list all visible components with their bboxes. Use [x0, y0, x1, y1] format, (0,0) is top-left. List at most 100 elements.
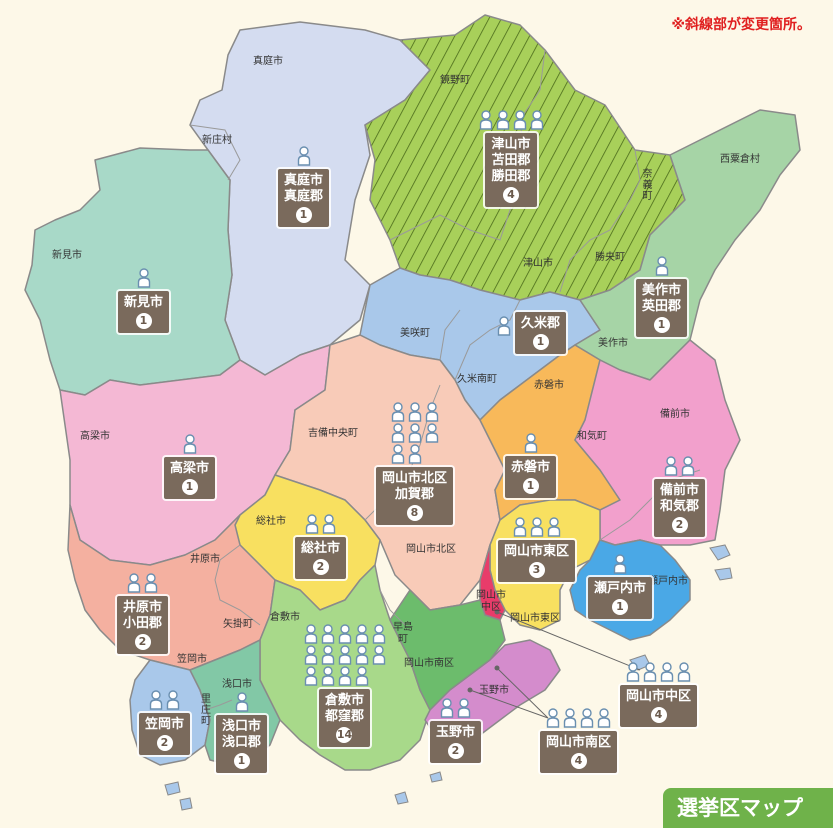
person-icon	[479, 110, 493, 130]
person-icon	[547, 517, 561, 537]
seat-count-badge: 1	[532, 334, 549, 350]
seat-icons	[626, 662, 692, 682]
district-higashi: 岡山市東区 3	[498, 517, 576, 582]
seat-icons	[305, 514, 337, 534]
district-name: 岡山市東区	[504, 544, 570, 559]
person-icon	[440, 698, 454, 718]
district-name: 新見市	[124, 295, 164, 310]
person-icon	[355, 666, 369, 686]
muni-label: 瀬戸内市	[648, 576, 688, 587]
person-icon	[530, 517, 544, 537]
person-icon	[524, 433, 538, 453]
seat-icons	[523, 433, 538, 453]
person-icon	[149, 690, 163, 710]
district-name: 岡山市南区	[546, 735, 612, 750]
district-name-box: 倉敷市 都窪郡 14	[318, 689, 370, 747]
person-icon	[513, 517, 527, 537]
person-icon	[144, 573, 158, 593]
person-icon	[496, 110, 510, 130]
muni-label: 高梁市	[80, 431, 110, 442]
person-icon	[127, 573, 141, 593]
person-icon	[321, 666, 335, 686]
seat-count-badge: 3	[528, 562, 545, 578]
muni-label: 倉敷市	[270, 612, 300, 623]
seat-count-badge: 1	[233, 753, 250, 769]
pointer-lines	[467, 609, 641, 719]
seat-icons	[654, 256, 669, 276]
district-asakuchi: 浅口市 浅口郡 1	[216, 692, 268, 773]
seat-icons	[303, 624, 386, 686]
person-icon	[304, 666, 318, 686]
person-icon	[355, 645, 369, 665]
person-icon	[613, 554, 627, 574]
district-name: 赤磐市	[511, 460, 551, 475]
muni-label: 井原市	[190, 554, 220, 565]
person-icon	[183, 434, 197, 454]
muni-label: 和気町	[577, 431, 607, 442]
person-icon	[166, 690, 180, 710]
person-icon	[655, 256, 669, 276]
seat-icons	[546, 708, 612, 728]
district-name: 瀬戸内市	[594, 581, 647, 596]
district-name: 岡山市北区 加賀郡	[382, 471, 448, 502]
muni-label: 岡山市中区	[476, 590, 506, 613]
person-icon	[391, 444, 405, 464]
person-icon	[457, 698, 471, 718]
person-icon	[546, 708, 560, 728]
district-maniwa: 真庭市 真庭郡 1	[278, 146, 330, 227]
district-name: 倉敷市 都窪郡	[324, 693, 364, 724]
muni-label: 新庄村	[202, 135, 232, 146]
muni-label: 津山市	[523, 258, 553, 269]
person-icon	[664, 456, 678, 476]
person-icon	[580, 708, 594, 728]
muni-label: 矢掛町	[223, 619, 253, 630]
region-minami	[389, 589, 506, 711]
seat-icons	[478, 110, 544, 130]
district-name: 真庭市 真庭郡	[284, 173, 324, 204]
person-icon	[372, 624, 386, 644]
seat-count-badge: 1	[181, 479, 198, 495]
muni-label: 里庄町	[201, 694, 211, 727]
seat-icons	[440, 698, 472, 718]
muni-label: 美咲町	[400, 328, 430, 339]
seat-count-badge: 2	[156, 735, 173, 751]
muni-label: 美作市	[598, 338, 628, 349]
district-name: 浅口市 浅口郡	[222, 719, 262, 750]
person-icon	[391, 423, 405, 443]
person-icon	[660, 662, 674, 682]
person-icon	[322, 514, 336, 534]
district-name: 総社市	[301, 541, 341, 556]
person-icon	[563, 708, 577, 728]
muni-label: 笠岡市	[177, 654, 207, 665]
person-icon	[304, 645, 318, 665]
district-name-box: 岡山市東区 3	[498, 540, 576, 582]
muni-label: 吉備中央町	[308, 428, 358, 439]
person-icon	[497, 316, 511, 336]
person-icon	[626, 662, 640, 682]
seat-count-badge: 14	[336, 727, 353, 743]
seat-count-badge: 1	[295, 207, 312, 223]
person-icon	[408, 423, 422, 443]
muni-label: 備前市	[660, 409, 690, 420]
seat-icons	[149, 690, 181, 710]
person-icon	[137, 268, 151, 288]
seat-count-badge: 8	[406, 505, 423, 521]
seat-count-badge: 1	[653, 317, 670, 333]
seat-count-badge: 4	[502, 187, 519, 203]
muni-label: 赤磐市	[534, 380, 564, 391]
muni-label: 勝央町	[595, 252, 625, 263]
